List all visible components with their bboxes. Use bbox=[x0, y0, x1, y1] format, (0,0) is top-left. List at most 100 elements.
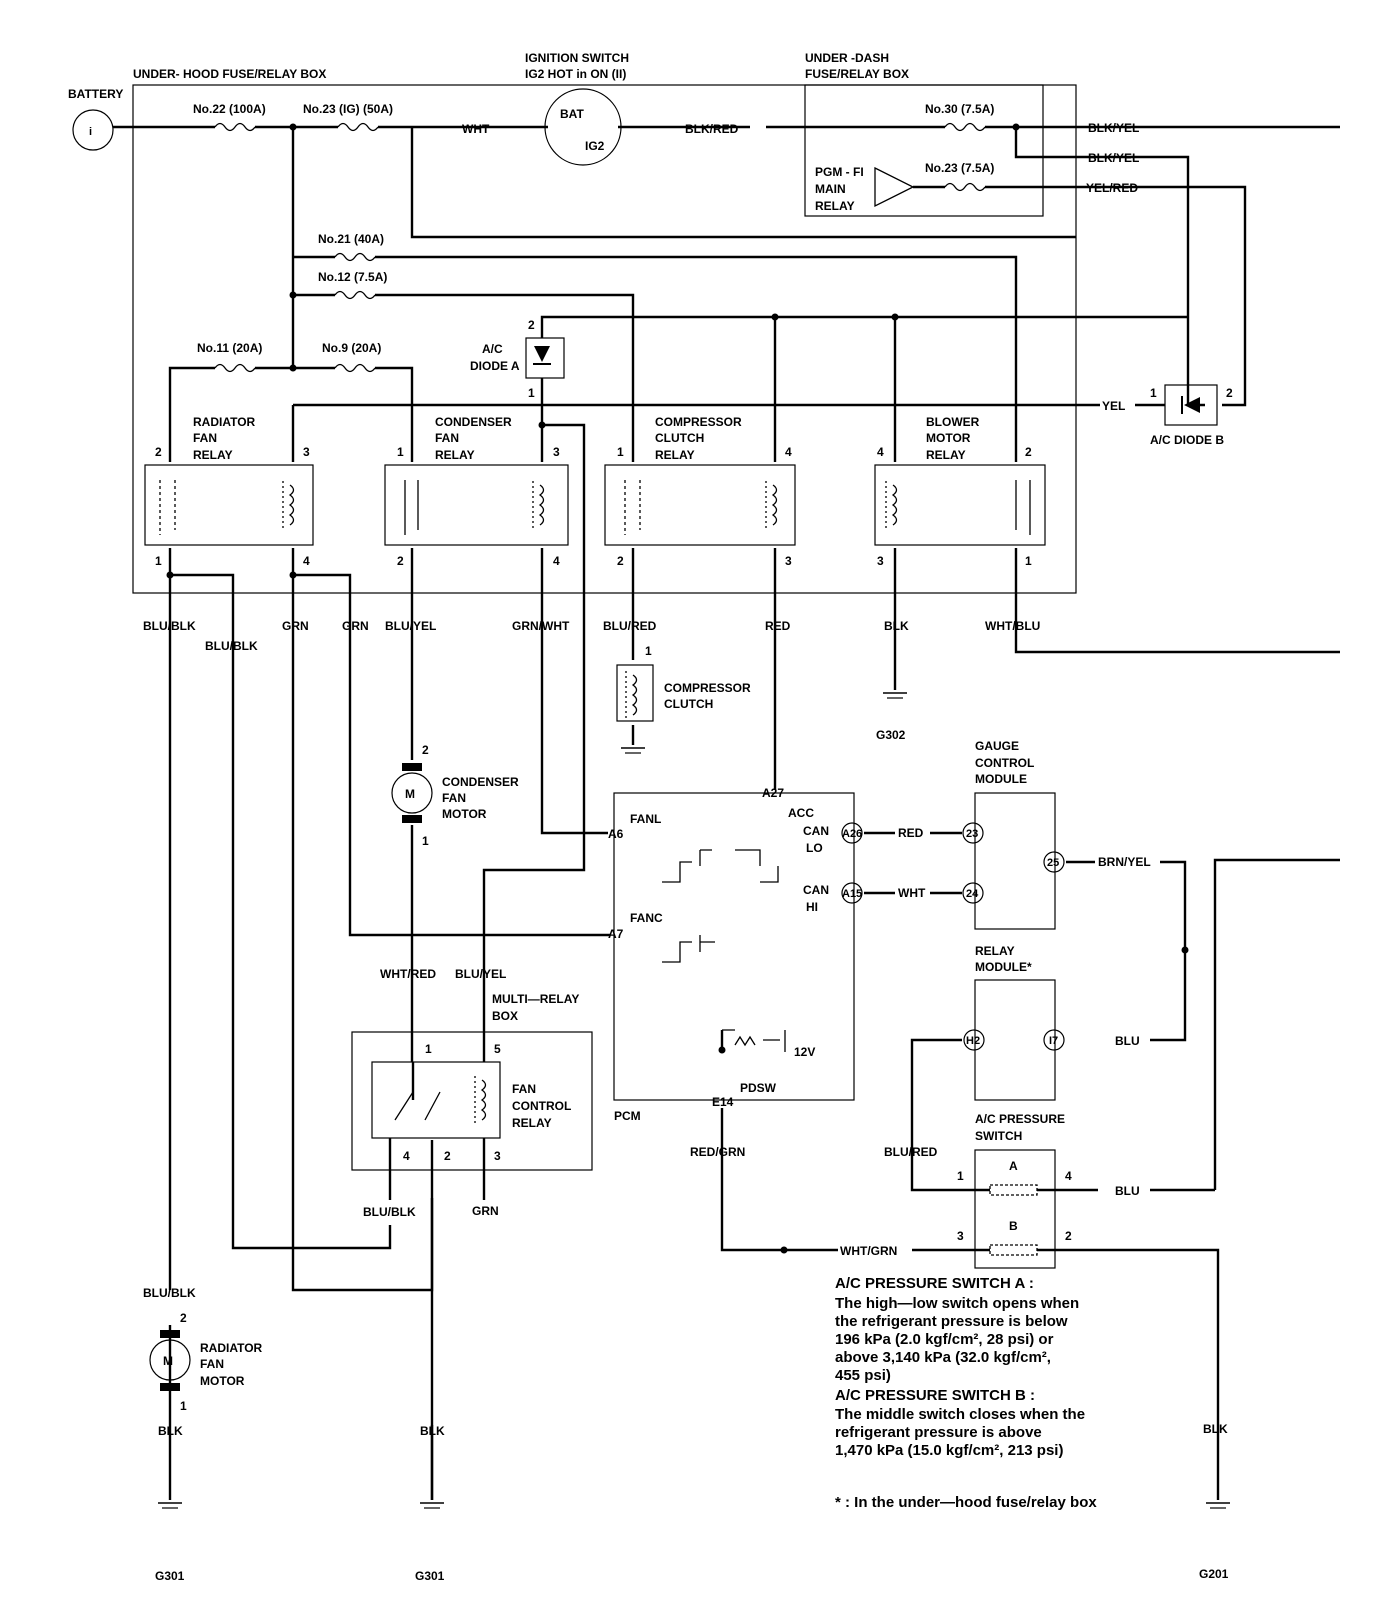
rad-motor-l2: FAN bbox=[200, 1357, 224, 1371]
pcm-can-1: CAN bbox=[803, 824, 829, 838]
pcm-fanc: FANC bbox=[630, 911, 663, 925]
compressor-relay-l3: RELAY bbox=[655, 448, 695, 462]
wire-blkred: BLK/RED bbox=[685, 122, 739, 136]
svg-text:1: 1 bbox=[1025, 554, 1032, 568]
relay-module-box bbox=[974, 979, 1056, 1101]
note-a-line-3: 196 kPa (2.0 kgf/cm², 28 psi) or bbox=[835, 1331, 1054, 1348]
note-a-line-1: The high—low switch opens when bbox=[835, 1295, 1079, 1312]
svg-text:1: 1 bbox=[397, 445, 404, 459]
radiator-fan-motor-symbol bbox=[149, 1339, 191, 1381]
pcm-a6: A6 bbox=[608, 827, 624, 841]
pcm-e14: E14 bbox=[712, 1095, 734, 1109]
comp-clutch-l2: CLUTCH bbox=[664, 697, 713, 711]
gauge-pin-25: 25 bbox=[1047, 857, 1059, 869]
fuse-30-label: No.30 (7.5A) bbox=[925, 102, 994, 116]
wire-grn-3: GRN bbox=[472, 1204, 499, 1218]
svg-text:4: 4 bbox=[303, 554, 310, 568]
pgm-label-3: RELAY bbox=[815, 199, 855, 213]
ignition-title-2: IG2 HOT in ON (II) bbox=[525, 67, 626, 81]
note-a-line-2: the refrigerant pressure is below bbox=[835, 1313, 1068, 1330]
pcm-pdsw: PDSW bbox=[740, 1081, 777, 1095]
pcm-acc: ACC bbox=[788, 806, 814, 820]
wire-bluyel-1: BLU/YEL bbox=[385, 619, 436, 633]
diode-a-pin2: 2 bbox=[528, 318, 535, 332]
svg-text:3: 3 bbox=[877, 554, 884, 568]
fcr-pin3: 3 bbox=[494, 1149, 501, 1163]
ground-g301-1: G301 bbox=[155, 1569, 185, 1583]
wire-red-1: RED bbox=[765, 619, 791, 633]
wire-blk-4: BLK bbox=[1203, 1422, 1228, 1436]
svg-text:2: 2 bbox=[397, 554, 404, 568]
svg-text:1: 1 bbox=[617, 445, 624, 459]
fcr-l2: CONTROL bbox=[512, 1099, 571, 1113]
fuse-9-label: No.9 (20A) bbox=[322, 341, 381, 355]
note-a-title: A/C PRESSURE SWITCH A : bbox=[835, 1275, 1034, 1292]
underhood-fuse-relay-box bbox=[132, 84, 1077, 594]
acps-pin2: 2 bbox=[1065, 1229, 1072, 1243]
pcm-a27: A27 bbox=[762, 786, 784, 800]
radiator-relay-l3: RELAY bbox=[193, 448, 233, 462]
wire-blu-1: BLU bbox=[1115, 1034, 1140, 1048]
wire-wht-2: WHT bbox=[898, 886, 926, 900]
ac-diode-b-box bbox=[1164, 384, 1218, 426]
cond-motor-l2: FAN bbox=[442, 791, 466, 805]
blower-relay-l1: BLOWER bbox=[926, 415, 980, 429]
cond-motor-l1: CONDENSER bbox=[442, 775, 519, 789]
diode-a-pin1: 1 bbox=[528, 386, 535, 400]
blower-relay-l2: MOTOR bbox=[926, 431, 971, 445]
fuse-23-label: No.23 (7.5A) bbox=[925, 161, 994, 175]
fcr-pin4: 4 bbox=[403, 1149, 410, 1163]
wire-blk-1: BLK bbox=[884, 619, 909, 633]
gauge-l1: GAUGE bbox=[975, 739, 1019, 753]
radiator-fan-relay-body bbox=[144, 464, 314, 546]
gauge-control-module-box bbox=[974, 792, 1056, 930]
svg-text:4: 4 bbox=[785, 445, 792, 459]
svg-text:3: 3 bbox=[303, 445, 310, 459]
battery-symbol bbox=[72, 109, 114, 151]
note-b-line-2: refrigerant pressure is above bbox=[835, 1424, 1042, 1441]
condenser-fan-relay-body bbox=[384, 464, 569, 546]
fcr-pin2: 2 bbox=[444, 1149, 451, 1163]
wire-wht-top: WHT bbox=[462, 122, 490, 136]
wire-grn-2: GRN bbox=[342, 619, 369, 633]
wire-blublk-2: BLU/BLK bbox=[205, 639, 258, 653]
pcm-label: PCM bbox=[614, 1109, 641, 1123]
ground-g301-2: G301 bbox=[415, 1569, 445, 1583]
wire-blured-2: BLU/RED bbox=[884, 1145, 938, 1159]
wire-whtblu: WHT/BLU bbox=[985, 619, 1040, 633]
note-b-line-1: The middle switch closes when the bbox=[835, 1406, 1085, 1423]
wire-yel: YEL bbox=[1102, 399, 1125, 413]
svg-text:1: 1 bbox=[155, 554, 162, 568]
wire-blured-1: BLU/RED bbox=[603, 619, 657, 633]
ignition-bat-label: BAT bbox=[560, 107, 584, 121]
wire-grnwht: GRN/WHT bbox=[512, 619, 570, 633]
ignition-title-1: IGNITION SWITCH bbox=[525, 51, 629, 65]
ac-diode-a-box bbox=[525, 337, 565, 379]
compressor-relay-l1: COMPRESSOR bbox=[655, 415, 742, 429]
ac-diode-a-symbol bbox=[534, 346, 550, 362]
cond-motor-pin2: 2 bbox=[422, 743, 429, 757]
switch-b-label: B bbox=[1009, 1219, 1018, 1233]
battery-circle-label: i bbox=[89, 126, 92, 138]
note-b-title: A/C PRESSURE SWITCH B : bbox=[835, 1387, 1035, 1404]
blower-relay-l3: RELAY bbox=[926, 448, 966, 462]
rad-motor-pin2: 2 bbox=[180, 1311, 187, 1325]
note-b-line-3: 1,470 kPa (15.0 kgf/cm², 213 psi) bbox=[835, 1442, 1063, 1459]
relay-module-l2: MODULE* bbox=[975, 960, 1032, 974]
switch-a-label: A bbox=[1009, 1159, 1018, 1173]
multi-relay-box bbox=[351, 1031, 593, 1171]
pcm-internal-switches bbox=[662, 849, 786, 1052]
wire-redgrn: RED/GRN bbox=[690, 1145, 745, 1159]
condenser-relay-l2: FAN bbox=[435, 431, 459, 445]
ignition-switch-symbol bbox=[544, 88, 622, 166]
pgm-label-2: MAIN bbox=[815, 182, 846, 196]
condenser-fan-motor-symbol bbox=[391, 772, 433, 814]
diode-b-pin1: 1 bbox=[1150, 386, 1157, 400]
pcm-12v: 12V bbox=[794, 1045, 815, 1059]
pcm-box bbox=[613, 792, 855, 1101]
ignition-ig2-label: IG2 bbox=[585, 139, 605, 153]
wire-blublk-3: BLU/BLK bbox=[363, 1205, 416, 1219]
battery-label: BATTERY bbox=[68, 87, 123, 101]
condenser-relay-l1: CONDENSER bbox=[435, 415, 512, 429]
